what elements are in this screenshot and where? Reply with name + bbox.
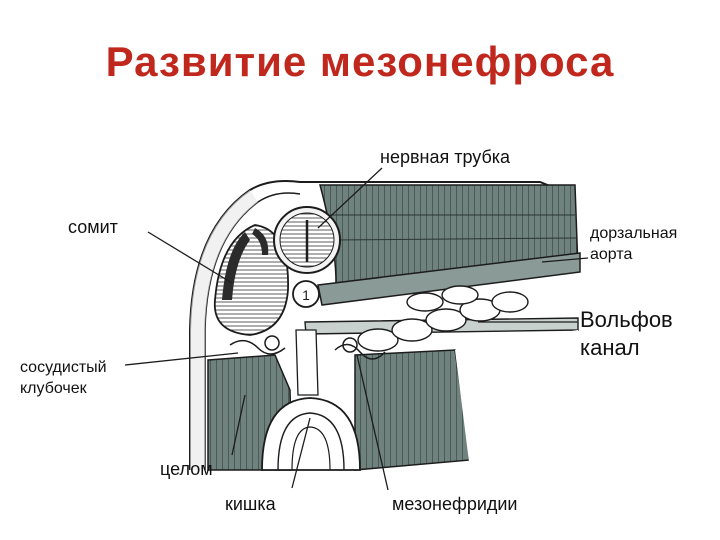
label-dorsal-aorta-1: дорзальная bbox=[590, 225, 678, 242]
label-coelom: целом bbox=[160, 459, 213, 479]
label-glomerulus-2: клубочек bbox=[20, 380, 87, 397]
dorsal-aorta bbox=[317, 252, 581, 306]
label-somite: сомит bbox=[68, 217, 118, 237]
leader-lines bbox=[124, 167, 589, 491]
label-dorsal-aorta-2: аорта bbox=[590, 246, 633, 263]
label-neural-tube: нервная трубка bbox=[380, 147, 511, 167]
label-gut: кишка bbox=[225, 494, 276, 514]
label-wolffian-1: Вольфов bbox=[580, 307, 673, 332]
mesentery bbox=[295, 329, 319, 396]
glomerulus bbox=[229, 335, 386, 360]
label-glomerulus-1: сосудистый bbox=[20, 359, 107, 376]
gut bbox=[261, 397, 361, 471]
notochord bbox=[292, 280, 320, 308]
svg-text:1: 1 bbox=[302, 287, 310, 303]
slide-title: Развитие мезонефроса bbox=[105, 38, 615, 85]
mesonephric-tubules bbox=[357, 285, 529, 352]
lateral-mesoderm bbox=[354, 349, 471, 471]
label-mesonephridia: мезонефридии bbox=[392, 494, 518, 514]
label-wolffian-2: канал bbox=[580, 335, 640, 360]
